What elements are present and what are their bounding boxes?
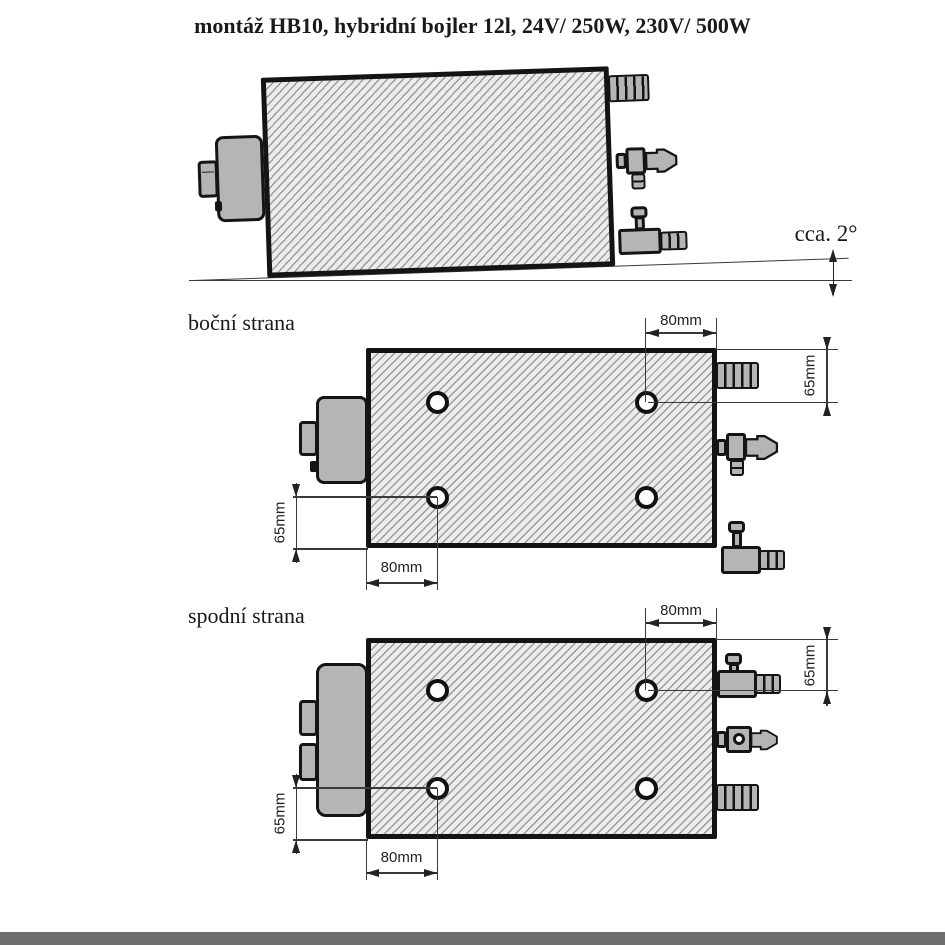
ext-line <box>365 839 367 880</box>
side-power-connector-notch <box>310 461 318 472</box>
ext-line <box>645 608 647 690</box>
bottom-hose-barb <box>716 784 759 811</box>
dim-line <box>295 774 297 854</box>
side-valve-body <box>726 433 746 461</box>
dim-line <box>295 483 297 563</box>
dim-line <box>646 332 716 334</box>
bottom-nozzle-hole <box>733 733 745 745</box>
bottom-power-connector-tab1 <box>299 700 318 736</box>
ext-line <box>715 608 717 640</box>
side-power-connector-block <box>316 396 368 484</box>
dim-arrowhead <box>646 618 659 627</box>
mounting-hole-bottom-right <box>634 776 658 800</box>
bottom-power-connector-tab2 <box>299 743 318 781</box>
dim-line <box>826 337 828 416</box>
side-power-connector-tab <box>299 421 318 456</box>
dim-arrowhead <box>366 578 379 587</box>
valve-body <box>625 147 647 175</box>
ext-line <box>293 839 368 841</box>
ext-line <box>648 689 838 691</box>
ext-line <box>715 349 838 351</box>
valve-drain-stem <box>631 173 646 190</box>
side-valve-drain-stem <box>730 459 744 476</box>
ext-line <box>436 497 438 590</box>
dim-arrowhead <box>366 868 379 877</box>
dim-arrowhead <box>424 578 437 587</box>
side-valve-nozzle-cone <box>745 435 779 460</box>
bottom-nozzle-cone <box>750 729 778 751</box>
dim-arrowhead <box>291 549 300 562</box>
power-connector-notch <box>214 201 223 212</box>
angle-note: cca. 2° <box>794 221 858 246</box>
power-connector-tab <box>197 160 219 198</box>
mounting-hole-top-left <box>425 678 449 702</box>
ext-line <box>645 318 647 402</box>
boiler-body-side <box>366 348 717 548</box>
ext-line <box>293 548 368 550</box>
boiler-body-bottom <box>366 638 717 839</box>
dim-label-bottom: 80mm <box>380 849 423 866</box>
bottom-view-label: spodní strana <box>188 603 305 628</box>
bottom-valve1-body <box>717 670 757 698</box>
ext-line <box>648 401 838 403</box>
dim-arrowhead <box>822 691 831 704</box>
baseline-reference-line <box>189 280 852 282</box>
side-valve2-body <box>721 546 761 574</box>
power-connector-block <box>214 134 266 223</box>
bottom-power-connector-block <box>316 663 368 817</box>
valve2-hose-barb <box>660 230 688 251</box>
valve-nozzle-cone <box>644 148 678 173</box>
bottom-nozzle-step <box>716 731 727 748</box>
ext-line <box>365 548 367 590</box>
dim-arrowhead <box>646 328 659 337</box>
ext-line <box>715 639 838 641</box>
angle-arrow-line <box>832 252 835 295</box>
dim-arrowhead <box>291 775 300 788</box>
angle-arrowhead-down <box>828 284 837 297</box>
dim-label-left: 65mm <box>271 501 289 544</box>
dim-line <box>646 622 716 624</box>
dim-label-bottom: 80mm <box>380 559 423 576</box>
dim-arrowhead <box>291 484 300 497</box>
dim-line <box>366 582 437 584</box>
side-hose-barb-top <box>716 362 759 389</box>
ext-line <box>293 787 437 789</box>
dim-label-top: 80mm <box>660 602 702 619</box>
dim-arrowhead <box>291 840 300 853</box>
tilted-view <box>197 66 688 278</box>
mounting-hole-bottom-right <box>634 485 658 509</box>
dim-arrowhead <box>424 868 437 877</box>
angle-arrowhead-up <box>828 249 837 262</box>
ext-line <box>715 318 717 350</box>
footer-bar <box>0 932 945 945</box>
dim-arrowhead <box>703 328 716 337</box>
boiler-body-tilted <box>260 66 616 278</box>
mounting-hole-top-left <box>425 390 449 414</box>
valve2-body <box>617 227 662 256</box>
dim-arrowhead <box>822 627 831 640</box>
side-valve-step <box>716 439 727 456</box>
hose-barb-connector-top <box>607 73 650 103</box>
dim-arrowhead <box>822 337 831 350</box>
dim-line <box>366 872 437 874</box>
dim-arrowhead <box>703 618 716 627</box>
dim-label-left: 65mm <box>271 792 289 835</box>
ext-line <box>293 496 437 498</box>
ext-line <box>436 788 438 880</box>
dim-line <box>826 627 828 706</box>
side-valve2-hose-barb <box>759 550 785 570</box>
dim-label-right: 65mm <box>801 354 819 397</box>
dim-label-right: 65mm <box>801 644 819 687</box>
page-title: montáž HB10, hybridní bojler 12l, 24V/ 2… <box>194 13 751 38</box>
side-view-label: boční strana <box>188 310 295 335</box>
bottom-valve1-hose-barb <box>755 674 781 694</box>
dim-label-top: 80mm <box>660 312 702 329</box>
dim-arrowhead <box>822 403 831 416</box>
